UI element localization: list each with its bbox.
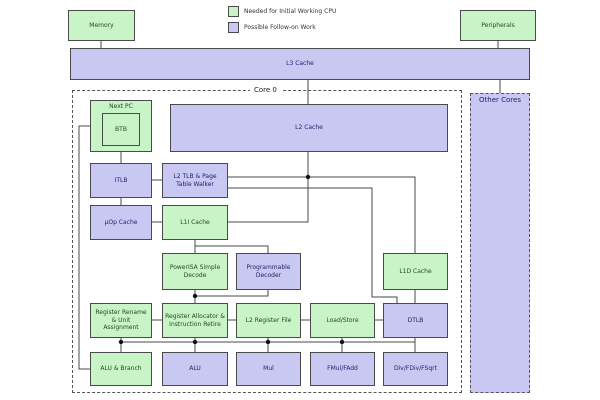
core0-title: Core 0	[250, 86, 281, 94]
legend-swatch-green	[228, 6, 239, 17]
node-label: DTLB	[407, 316, 424, 324]
node-label: ITLB	[114, 176, 128, 184]
junction-dot	[265, 339, 271, 345]
legend-label: Needed for Initial Working CPU	[244, 8, 337, 15]
junction-dot	[192, 339, 198, 345]
junction-dot	[305, 174, 311, 180]
other-cores-title: Other Cores	[479, 96, 521, 104]
node-label: L2 TLB & Page Table Walker	[173, 173, 217, 188]
node-label: FMul/FAdd	[327, 365, 358, 373]
node-programmable-decoder: Programmable Decoder	[236, 253, 301, 290]
edge-branch-feedback	[78, 125, 90, 370]
node-register-allocator: Register Allocator & Instruction Retire	[162, 303, 228, 338]
node-itlb: ITLB	[90, 163, 152, 198]
node-register-rename: Register Rename & Unit Assignment	[90, 303, 152, 338]
node-label: Memory	[89, 21, 114, 29]
node-label: L1D Cache	[399, 267, 432, 275]
node-label: Peripherals	[481, 21, 515, 29]
node-label: L2 Register File	[245, 316, 292, 324]
legend-swatch-purple	[228, 22, 239, 33]
node-label: µOp Cache	[104, 218, 138, 226]
node-label: L3 Cache	[286, 60, 314, 68]
node-label: BTB	[115, 125, 127, 133]
node-l1i-cache: L1I Cache	[162, 205, 228, 240]
node-alu: ALU	[162, 352, 228, 386]
node-powerisa-simple-decode: PowerISA Simple Decode	[162, 253, 228, 290]
node-l2-register-file: L2 Register File	[236, 303, 301, 338]
node-uop-cache: µOp Cache	[90, 205, 152, 240]
legend-item-followon: Possible Follow-on Work	[228, 22, 336, 33]
node-memory: Memory	[68, 10, 135, 41]
node-label: L2 Cache	[295, 124, 323, 132]
node-alu-branch: ALU & Branch	[90, 352, 152, 386]
legend-label: Possible Follow-on Work	[244, 24, 316, 31]
edge-progdecoder-merge	[195, 290, 269, 297]
node-label: Mul	[263, 365, 274, 373]
node-fmul-fadd: FMul/FAdd	[310, 352, 375, 386]
legend: Needed for Initial Working CPU Possible …	[228, 6, 336, 38]
node-label: Register Rename & Unit Assignment	[95, 309, 147, 332]
junction-dot	[192, 293, 198, 299]
node-label: ALU & Branch	[100, 365, 142, 373]
node-label: Load/Store	[326, 316, 359, 324]
node-l2-cache: L2 Cache	[170, 104, 448, 152]
edge-l2tlb-dtlb	[228, 187, 398, 303]
node-l1d-cache: L1D Cache	[383, 253, 448, 290]
node-load-store: Load/Store	[310, 303, 375, 338]
node-btb: BTB	[102, 113, 140, 146]
node-l3-cache: L3 Cache	[70, 48, 530, 80]
node-other-cores: Other Cores	[470, 93, 530, 393]
node-label: ALU	[189, 365, 201, 373]
node-label: Next PC	[109, 103, 133, 110]
junction-dot	[118, 339, 124, 345]
legend-item-initial: Needed for Initial Working CPU	[228, 6, 336, 17]
node-mul: Mul	[236, 352, 301, 386]
node-label: L1I Cache	[180, 218, 210, 226]
node-dtlb: DTLB	[383, 303, 448, 338]
node-l2-tlb-walker: L2 TLB & Page Table Walker	[162, 163, 228, 198]
junction-dot	[339, 339, 345, 345]
node-div-fdiv-fsqrt: Div/FDiv/FSqrt	[383, 352, 448, 386]
edge-l1i-progdecoder	[195, 245, 269, 253]
edge-l2tlb-l1d	[228, 176, 416, 253]
node-label: Div/FDiv/FSqrt	[394, 365, 437, 373]
node-label: PowerISA Simple Decode	[169, 264, 221, 279]
node-label: Programmable Decoder	[246, 264, 291, 279]
node-peripherals: Peripherals	[460, 10, 536, 41]
edge-l1i-l2cache	[228, 152, 309, 223]
node-label: Register Allocator & Instruction Retire	[165, 313, 225, 328]
